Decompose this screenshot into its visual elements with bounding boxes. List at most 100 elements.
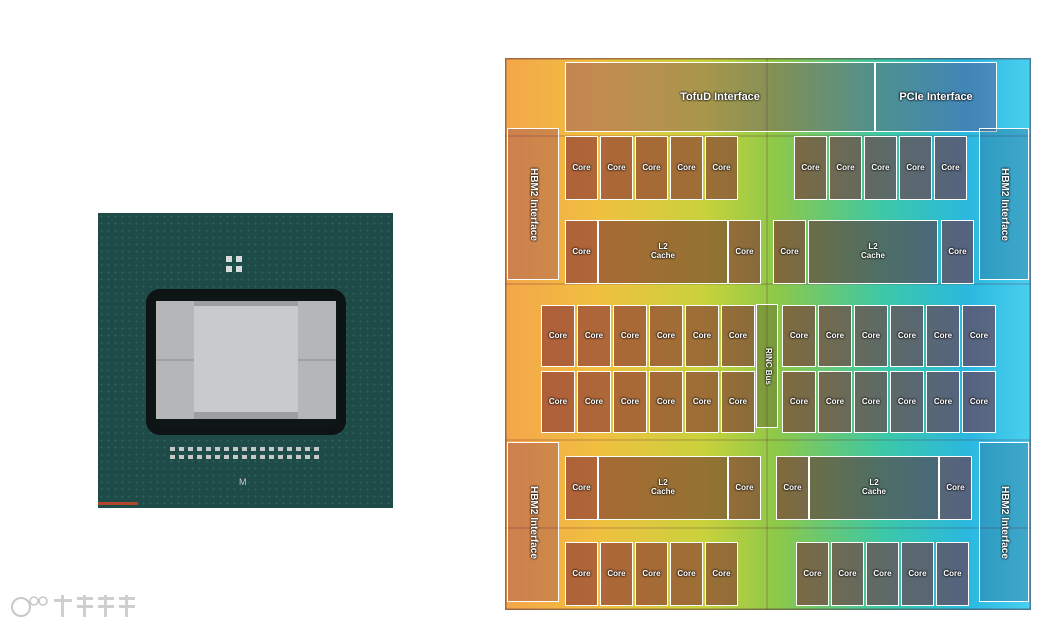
core: Core bbox=[866, 542, 899, 606]
core: Core bbox=[782, 305, 816, 367]
core-label: Core bbox=[735, 482, 754, 492]
core: Core bbox=[728, 456, 761, 520]
core: Core bbox=[854, 371, 888, 433]
pcie-interface-label: PCIe Interface bbox=[899, 90, 973, 103]
hbm2-interface-top-left: HBM2 Interface bbox=[507, 128, 559, 280]
core-label: Core bbox=[897, 330, 917, 340]
hbm2-label: HBM2 Interface bbox=[527, 167, 539, 241]
core: Core bbox=[635, 136, 668, 200]
l2-cache-label: L2 Cache bbox=[650, 478, 675, 496]
core: Core bbox=[635, 542, 668, 606]
tofud-interface: TofuD Interface bbox=[565, 62, 875, 132]
core-label: Core bbox=[656, 396, 676, 406]
core-label: Core bbox=[584, 330, 604, 340]
core-label: Core bbox=[584, 396, 604, 406]
core: Core bbox=[831, 542, 864, 606]
core: Core bbox=[773, 220, 806, 284]
core-label: Core bbox=[861, 330, 881, 340]
core-label: Core bbox=[642, 162, 661, 172]
die-shot: TofuD Interface PCIe Interface HBM2 Inte… bbox=[505, 58, 1031, 610]
core: Core bbox=[962, 305, 996, 367]
core: Core bbox=[565, 456, 598, 520]
core: Core bbox=[782, 371, 816, 433]
core: Core bbox=[899, 136, 932, 200]
core-label: Core bbox=[548, 330, 568, 340]
core-label: Core bbox=[572, 568, 591, 578]
core-label: Core bbox=[838, 568, 857, 578]
core-label: Core bbox=[933, 330, 953, 340]
core: Core bbox=[962, 371, 996, 433]
hbm2-label: HBM2 Interface bbox=[527, 485, 539, 559]
watermark-logo-graphic bbox=[11, 595, 135, 617]
ring-bus: RINC Bus bbox=[756, 304, 778, 428]
core-label: Core bbox=[801, 162, 820, 172]
hbm2-label: HBM2 Interface bbox=[998, 485, 1010, 559]
core-label: Core bbox=[642, 568, 661, 578]
core-label: Core bbox=[607, 162, 626, 172]
core-label: Core bbox=[897, 396, 917, 406]
core: Core bbox=[794, 136, 827, 200]
core-label: Core bbox=[783, 482, 802, 492]
core: Core bbox=[705, 542, 738, 606]
core: Core bbox=[721, 305, 755, 367]
core-label: Core bbox=[728, 396, 748, 406]
core-label: Core bbox=[946, 482, 965, 492]
core: Core bbox=[890, 371, 924, 433]
core-label: Core bbox=[969, 396, 989, 406]
core: Core bbox=[939, 456, 972, 520]
core: Core bbox=[926, 305, 960, 367]
core: Core bbox=[600, 542, 633, 606]
core-label: Core bbox=[906, 162, 925, 172]
hbm2-interface-top-right: HBM2 Interface bbox=[979, 128, 1029, 280]
core: Core bbox=[541, 305, 575, 367]
l2-cache-label: L2 Cache bbox=[650, 242, 675, 260]
core-label: Core bbox=[572, 162, 591, 172]
core-label: Core bbox=[873, 568, 892, 578]
core: Core bbox=[577, 305, 611, 367]
l2-cache: L2 Cache bbox=[808, 220, 938, 284]
l2-cache: L2 Cache bbox=[598, 456, 728, 520]
core-label: Core bbox=[836, 162, 855, 172]
core: Core bbox=[670, 136, 703, 200]
core-label: Core bbox=[933, 396, 953, 406]
core-label: Core bbox=[969, 330, 989, 340]
core: Core bbox=[541, 371, 575, 433]
core-label: Core bbox=[825, 396, 845, 406]
core: Core bbox=[721, 371, 755, 433]
core: Core bbox=[613, 305, 647, 367]
core-label: Core bbox=[677, 568, 696, 578]
core: Core bbox=[649, 371, 683, 433]
core: Core bbox=[670, 542, 703, 606]
core-label: Core bbox=[789, 330, 809, 340]
core-label: Core bbox=[620, 396, 640, 406]
pcie-interface: PCIe Interface bbox=[875, 62, 997, 132]
chip-package-photo: M bbox=[98, 213, 393, 508]
core-label: Core bbox=[803, 568, 822, 578]
core-label: Core bbox=[861, 396, 881, 406]
core: Core bbox=[936, 542, 969, 606]
l2-cache: L2 Cache bbox=[598, 220, 728, 284]
hbm2-interface-bottom-left: HBM2 Interface bbox=[507, 442, 559, 602]
ring-bus-label: RINC Bus bbox=[763, 347, 773, 385]
core: Core bbox=[864, 136, 897, 200]
core-label: Core bbox=[735, 246, 754, 256]
core: Core bbox=[934, 136, 967, 200]
core: Core bbox=[818, 305, 852, 367]
core: Core bbox=[796, 542, 829, 606]
core-label: Core bbox=[871, 162, 890, 172]
core-label: Core bbox=[620, 330, 640, 340]
core-label: Core bbox=[692, 396, 712, 406]
chip-package-graphic: M bbox=[98, 213, 393, 508]
core-label: Core bbox=[692, 330, 712, 340]
core: Core bbox=[854, 305, 888, 367]
core-label: Core bbox=[677, 162, 696, 172]
core-label: Core bbox=[656, 330, 676, 340]
core: Core bbox=[901, 542, 934, 606]
core-label: Core bbox=[948, 246, 967, 256]
l2-cache: L2 Cache bbox=[809, 456, 939, 520]
core-label: Core bbox=[943, 568, 962, 578]
core-label: Core bbox=[825, 330, 845, 340]
core-label: Core bbox=[789, 396, 809, 406]
core-label: Core bbox=[607, 568, 626, 578]
watermark-logo bbox=[10, 593, 140, 625]
